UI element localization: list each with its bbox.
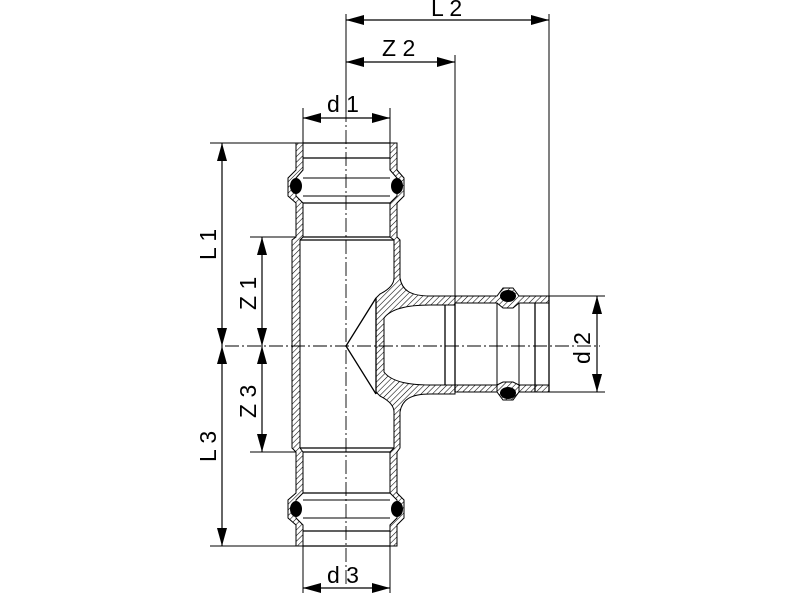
o-ring-top-left — [290, 178, 302, 194]
label-Z2: Z 2 — [382, 35, 415, 61]
o-ring-top-right — [391, 178, 403, 194]
center-axes — [225, 108, 600, 585]
main-run-left-wall — [287, 142, 304, 547]
o-ring-branch-top — [500, 290, 516, 302]
label-L3: L 3 — [195, 431, 221, 462]
fitting-body — [287, 142, 550, 547]
dimension-d2 — [592, 296, 602, 392]
label-L2: L 2 — [431, 0, 462, 21]
dimension-Z1 — [257, 237, 267, 346]
label-d3: d 3 — [327, 562, 359, 588]
o-rings — [290, 178, 516, 517]
dimension-L3 — [217, 346, 227, 546]
dimension-Z3 — [257, 346, 267, 452]
o-ring-bottom-left — [290, 501, 302, 517]
dimension-labels: L 2 Z 2 d 1 d 3 L 1 Z 1 Z 3 L 3 d 2 — [195, 0, 595, 588]
main-run-right-wall — [375, 142, 456, 547]
dimension-d1 — [303, 113, 390, 123]
o-ring-bottom-right — [391, 501, 403, 517]
extension-lines — [210, 14, 605, 593]
dimension-Z2 — [346, 57, 455, 67]
label-d2: d 2 — [569, 332, 595, 364]
dimension-L1 — [217, 143, 227, 346]
dimension-d3 — [303, 583, 390, 593]
dimension-L2 — [346, 15, 549, 25]
o-ring-branch-bottom — [500, 387, 516, 399]
label-Z1: Z 1 — [235, 277, 261, 310]
label-Z3: Z 3 — [235, 385, 261, 418]
label-L1: L 1 — [195, 229, 221, 260]
label-d1: d 1 — [327, 91, 359, 117]
